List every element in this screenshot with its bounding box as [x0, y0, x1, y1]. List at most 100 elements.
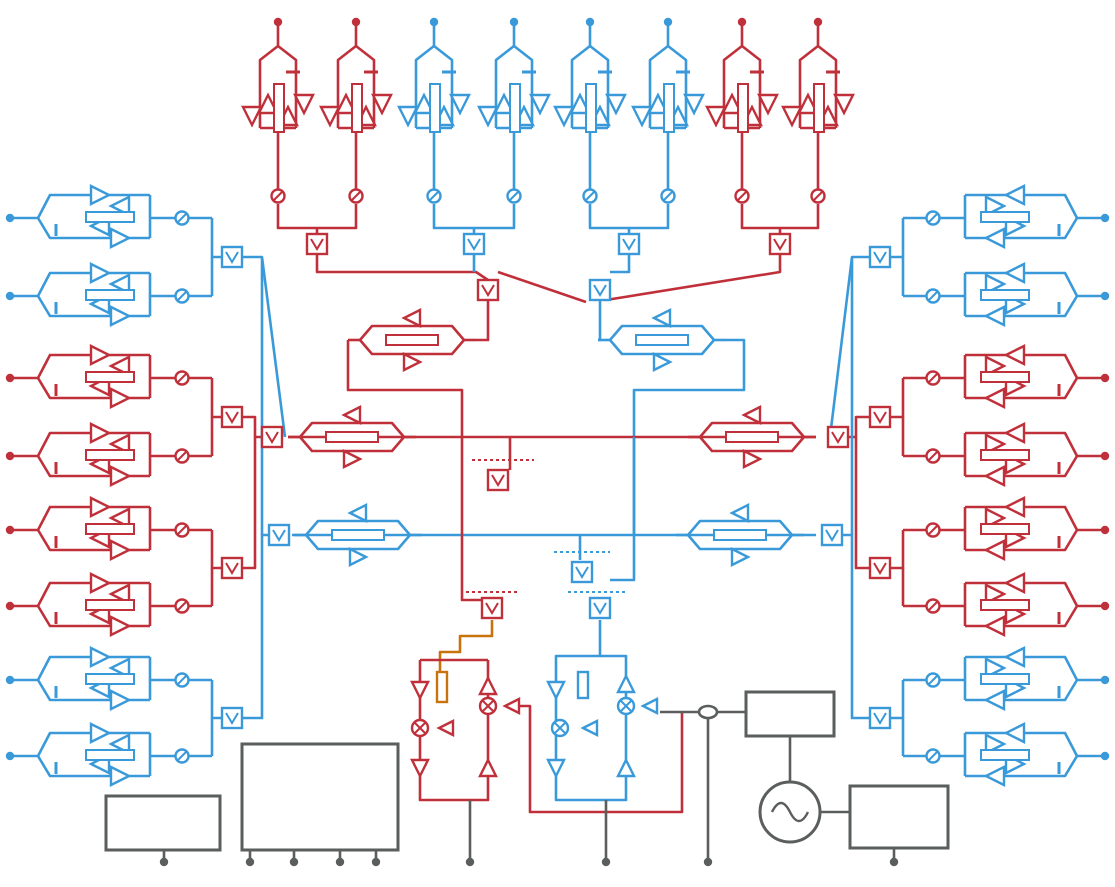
amplifier-triangle	[108, 583, 131, 605]
attenuator-block	[435, 670, 449, 704]
amplifier-triangle	[108, 657, 131, 679]
wire	[277, 44, 298, 128]
amplifier-triangle	[348, 547, 369, 567]
wire	[36, 353, 150, 379]
amplifier-triangle	[569, 92, 591, 115]
wire	[667, 44, 688, 128]
amplifier-triangle	[983, 465, 1006, 487]
amplifier-triangle	[108, 355, 131, 377]
attenuator-block	[576, 670, 590, 700]
amplifier-triangle	[257, 92, 279, 115]
amplifier-triangle	[89, 422, 112, 444]
amplifier-triangle	[984, 657, 1007, 679]
port-dot	[509, 17, 519, 27]
wire	[598, 300, 602, 342]
phase-shifter-slash	[928, 373, 938, 383]
amplifier-triangle	[319, 105, 341, 128]
wire	[722, 44, 743, 128]
port-dot	[1100, 525, 1110, 535]
phase-shifter-slash	[928, 675, 938, 685]
power-combiner-box	[486, 468, 510, 492]
amplifier-triangle	[983, 765, 1006, 787]
port-dot	[1100, 601, 1110, 611]
power-combiner-box	[220, 556, 244, 580]
port-dot	[737, 17, 747, 27]
attenuator-block	[85, 523, 135, 535]
power-combiner-box	[868, 706, 892, 730]
amplifier-triangle	[1003, 262, 1026, 284]
wire	[36, 271, 150, 297]
combiner-glyph	[873, 562, 887, 575]
wire	[242, 533, 272, 720]
balance-resistor	[331, 529, 385, 541]
balance-resistor	[725, 431, 779, 443]
amplifier-triangle	[605, 93, 627, 116]
wire	[36, 655, 150, 681]
amplifier-triangle	[616, 757, 636, 778]
amplifier-triangle	[108, 273, 131, 295]
wire	[741, 44, 762, 128]
wire	[210, 378, 222, 419]
port-dot	[5, 291, 15, 301]
wire	[36, 731, 150, 757]
wire	[605, 254, 782, 302]
amplifier-triangle	[983, 227, 1006, 249]
port-dot	[1100, 675, 1110, 685]
wire	[828, 255, 870, 438]
power-combiner-box	[617, 232, 641, 256]
port-dot	[813, 17, 823, 27]
amplifier-triangle	[616, 673, 636, 694]
wire	[554, 724, 606, 802]
lo-amplifier-box	[744, 690, 836, 738]
digital-backend-box	[240, 742, 400, 852]
wire	[36, 581, 150, 607]
combiner-glyph	[467, 238, 481, 251]
amplifier-triangle	[109, 387, 132, 409]
wire	[606, 706, 628, 802]
port-dot	[159, 857, 169, 867]
wire	[648, 44, 669, 128]
combiner-glyph	[773, 238, 787, 251]
power-combiner-box	[570, 560, 594, 584]
attenuator-block	[351, 83, 363, 133]
wire	[242, 437, 257, 570]
wire	[432, 204, 516, 230]
power-combiner-box	[260, 425, 284, 449]
wire	[610, 254, 631, 274]
port-dot	[601, 857, 611, 867]
wire	[798, 44, 819, 128]
amplifier-triangle	[109, 227, 132, 249]
port-dot	[1100, 751, 1110, 761]
amplifier-triangle	[1003, 722, 1026, 744]
amplifier-triangle	[335, 92, 357, 115]
amplifier-triangle	[983, 305, 1006, 327]
phase-shifter-slash	[177, 291, 187, 301]
balance-resistor	[385, 334, 439, 346]
power-combiner-box	[826, 425, 850, 449]
wire	[609, 339, 715, 356]
phase-shifter-slash	[177, 675, 187, 685]
port-dot	[1100, 373, 1110, 383]
port-dot	[273, 17, 283, 27]
phase-shifter-slash	[928, 525, 938, 535]
attenuator-block	[980, 749, 1030, 761]
attenuator-block	[980, 289, 1030, 301]
phase-shifter-slash	[177, 213, 187, 223]
amplifier-triangle	[652, 352, 673, 372]
amplifier-triangle	[109, 465, 132, 487]
wire	[520, 704, 684, 814]
amplifier-triangle	[109, 689, 132, 711]
phase-shifter-slash	[177, 373, 187, 383]
port-dot	[5, 451, 15, 461]
wire	[890, 530, 905, 570]
amplifier-triangle	[984, 195, 1007, 217]
wire	[359, 339, 465, 356]
power-combiner-box	[588, 278, 612, 302]
port-dot	[5, 373, 15, 383]
amplifier-triangle	[1003, 572, 1026, 594]
phase-shifter-slash	[928, 213, 938, 223]
lo-splitter	[697, 704, 719, 720]
port-dot	[1100, 451, 1110, 461]
amplifier-triangle	[742, 449, 763, 469]
wire	[476, 300, 490, 342]
